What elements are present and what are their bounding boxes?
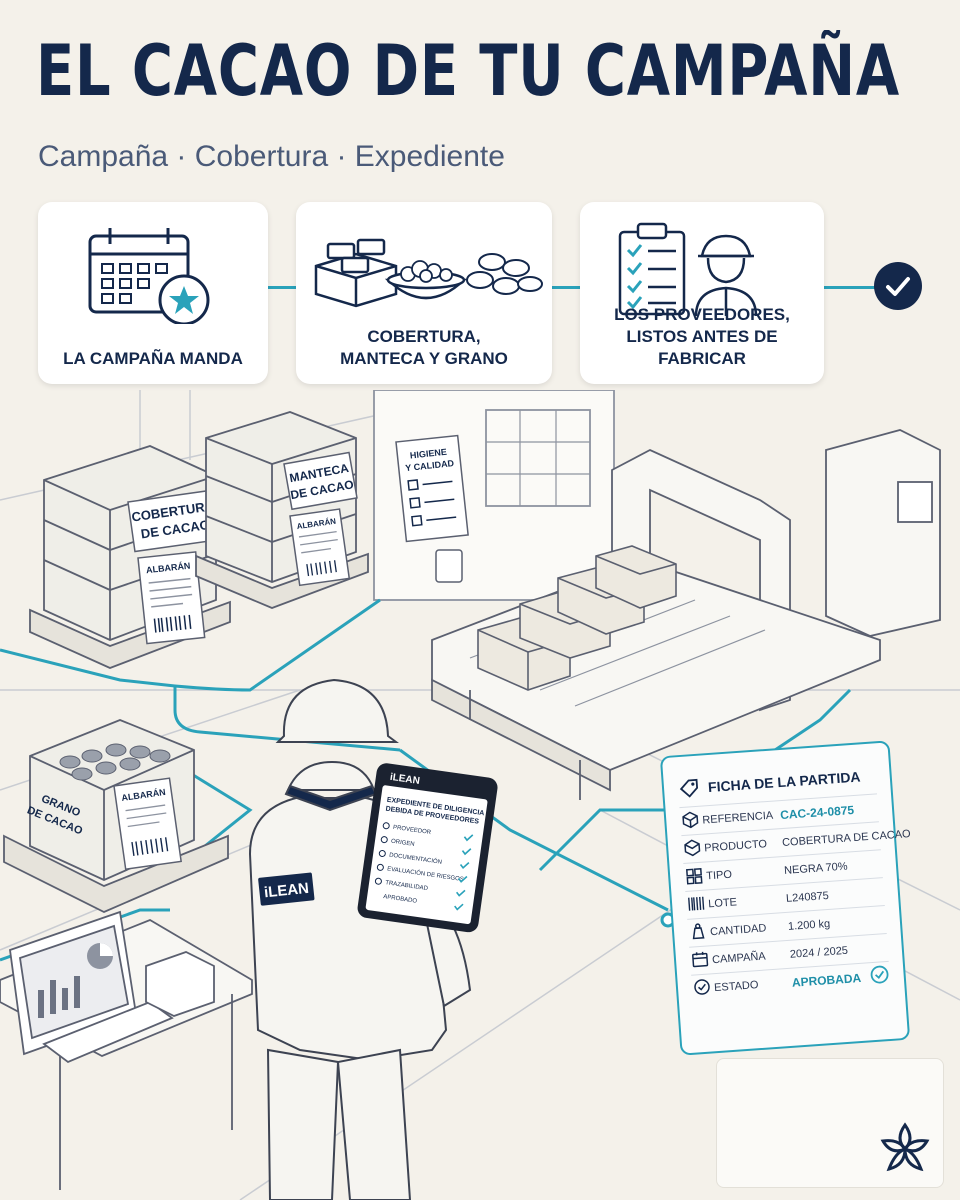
ficha-row-cantidad: CANTIDAD 1.200 kg [687,905,887,947]
card-proveedores: LOS PROVEEDORES, LISTOS ANTES DE FABRICA… [580,202,824,384]
logo-box [716,1058,944,1188]
ficha-row-referencia: REFERENCIA CAC-24-0875 [679,793,879,836]
connector-line-3 [824,286,876,289]
jacket-brand: iLEAN [263,880,310,902]
ficha-value: 2024 / 2025 [789,944,849,961]
ficha-key: CANTIDAD [709,921,767,938]
box-icon [680,809,704,833]
check-circle-icon [691,976,715,1000]
calendar-icon [689,948,713,972]
ficha-title: FICHA DE LA PARTIDA [707,768,861,796]
ficha-value: L240875 [785,889,830,905]
ficha-value: COBERTURA DE CACAO [781,827,912,849]
ficha-key: LOTE [707,895,738,910]
weight-icon [687,920,711,944]
approved-check-icon [869,964,891,988]
ficha-row-tipo: TIPO NEGRA 70% [683,849,883,891]
page-subtitle: Campaña · Cobertura · Expediente [38,140,505,173]
ficha-value: CAC-24-0875 [779,802,855,822]
ficha-key: REFERENCIA [701,809,774,827]
connector-line-2 [552,286,582,289]
card-campana: LA CAMPAÑA MANDA [38,202,268,384]
ficha-row-lote: LOTE L240875 [685,877,885,919]
tablet-item-1: PROVEEDOR [393,825,432,836]
ficha-value: 1.200 kg [787,917,831,933]
ficha-key: ESTADO [713,978,759,994]
card-proveedores-label: LOS PROVEEDORES, LISTOS ANTES DE FABRICA… [614,305,790,368]
ficha-key: CAMPAÑA [711,950,767,966]
ficha-value: NEGRA 70% [783,860,848,877]
ficha-row-estado: ESTADO APROBADA [691,960,891,1003]
tablet-item-6: APROBADO [383,894,418,905]
poster-label-1: HIGIENE [409,447,447,461]
cocoa-products-icon [314,238,543,308]
cube-icon [682,837,706,861]
grid-icon [684,864,708,888]
ficha-row-campaña: CAMPAÑA 2024 / 2025 [689,932,889,975]
card-cobertura-label: COBERTURA, MANTECA Y GRANO [340,327,508,368]
ficha-value: APROBADA [791,970,862,990]
card-cobertura: COBERTURA, MANTECA Y GRANO [296,202,552,384]
checklist-worker-icon [618,222,758,317]
flower-logo-icon [880,1122,930,1172]
ficha-row-producto: PRODUCTO COBERTURA DE CACAO [681,821,911,864]
barcode-icon [685,892,709,916]
connector-line-1 [266,286,296,289]
tag-icon [679,778,699,798]
card-campana-label: LA CAMPAÑA MANDA [63,349,243,368]
warehouse-scene: COBERTURA DE CACAO ALBARÁN MANTECA DE CA… [0,390,960,1200]
final-check-icon [874,262,922,310]
page-title: EL CACAO DE TU CAMPAÑA [36,30,901,112]
tablet-brand: iLEAN [389,772,420,787]
calendar-star-icon [88,228,210,324]
tablet-item-2: ORIGEN [391,839,415,848]
pallet-cobertura-albaran: ALBARÁN [146,561,191,576]
ficha-key: TIPO [705,868,733,882]
ficha-key: PRODUCTO [703,837,768,854]
ficha-partida: FICHA DE LA PARTIDA REFERENCIA CAC-24-087… [659,740,911,1056]
